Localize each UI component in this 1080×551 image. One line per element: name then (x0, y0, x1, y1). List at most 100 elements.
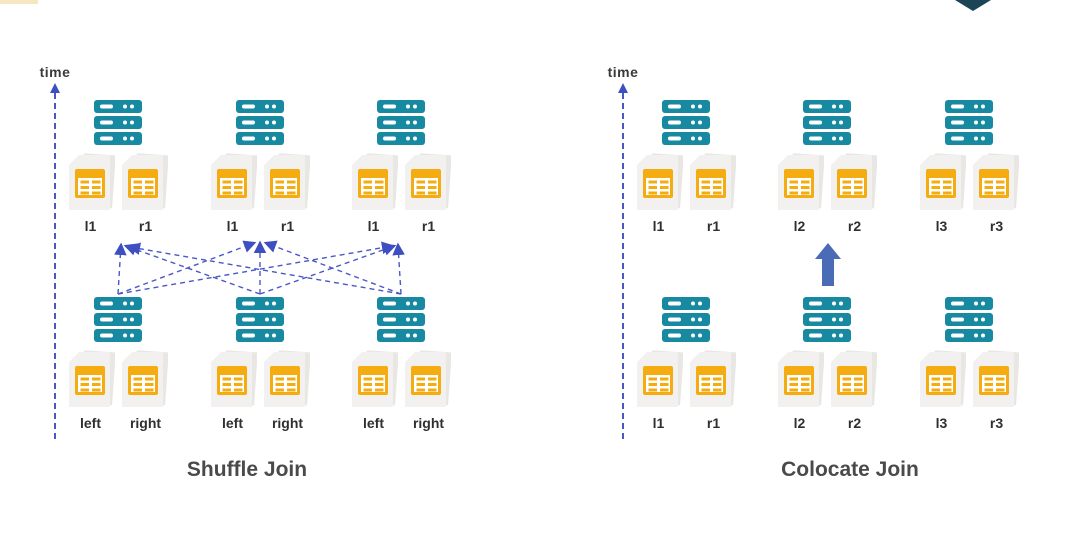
file-label: l1 (367, 218, 380, 234)
table-document-icon (637, 153, 683, 211)
colocate-bottom-node-1: l1 r1 (631, 297, 741, 431)
file-pair (352, 350, 451, 408)
file-label: l2 (793, 218, 806, 234)
file-pair (69, 153, 168, 211)
server-icon (945, 297, 993, 342)
time-axis-label: time (39, 64, 71, 80)
table-document-icon (211, 153, 257, 211)
table-document-icon (69, 153, 115, 211)
shuffle-bottom-node-3: left right (346, 297, 456, 431)
file-label: r1 (138, 218, 153, 234)
server-icon (377, 100, 425, 145)
top-right-logo-diamond-icon (955, 0, 991, 11)
server-icon (803, 100, 851, 145)
file-labels: l3 r3 (914, 415, 1024, 431)
table-document-icon (69, 350, 115, 408)
file-label: right (412, 415, 445, 431)
file-label: l3 (935, 415, 948, 431)
file-pair (637, 350, 736, 408)
table-document-icon (973, 153, 1019, 211)
file-label: r1 (706, 415, 721, 431)
file-labels: l1 r1 (346, 218, 456, 234)
file-label: r2 (847, 218, 862, 234)
server-icon (236, 297, 284, 342)
file-pair (778, 350, 877, 408)
file-label: l3 (935, 218, 948, 234)
table-document-icon (920, 153, 966, 211)
table-document-icon (637, 350, 683, 408)
top-left-accent-bar (0, 0, 38, 4)
colocate-join-title: Colocate Join (781, 458, 919, 481)
file-label: r1 (421, 218, 436, 234)
server-icon (945, 100, 993, 145)
shuffle-bottom-node-1: left right (63, 297, 173, 431)
file-labels: left right (205, 415, 315, 431)
table-document-icon (831, 153, 877, 211)
time-axis-label: time (607, 64, 639, 80)
shuffle-bottom-node-2: left right (205, 297, 315, 431)
file-label: l1 (84, 218, 97, 234)
time-axis-arrow-icon (50, 83, 60, 439)
file-pair (637, 153, 736, 211)
shuffle-top-node-2: l1 r1 (205, 100, 315, 234)
file-labels: l1 r1 (63, 218, 173, 234)
colocate-top-node-1: l1 r1 (631, 100, 741, 234)
table-document-icon (352, 350, 398, 408)
table-document-icon (122, 350, 168, 408)
colocate-bottom-node-2: l2 r2 (772, 297, 882, 431)
file-labels: left right (346, 415, 456, 431)
file-label: l1 (226, 218, 239, 234)
file-label: r3 (989, 218, 1004, 234)
server-icon (662, 297, 710, 342)
table-document-icon (920, 350, 966, 408)
file-label: r2 (847, 415, 862, 431)
file-pair (920, 350, 1019, 408)
server-icon (236, 100, 284, 145)
file-labels: l1 r1 (205, 218, 315, 234)
table-document-icon (778, 350, 824, 408)
table-document-icon (405, 350, 451, 408)
table-document-icon (122, 153, 168, 211)
table-document-icon (690, 350, 736, 408)
table-document-icon (831, 350, 877, 408)
table-document-icon (973, 350, 1019, 408)
server-icon (94, 297, 142, 342)
table-document-icon (264, 153, 310, 211)
file-labels: left right (63, 415, 173, 431)
shuffle-top-node-3: l1 r1 (346, 100, 456, 234)
colocate-up-arrow-icon (815, 243, 841, 286)
colocate-bottom-node-3: l3 r3 (914, 297, 1024, 431)
server-icon (94, 100, 142, 145)
file-labels: l1 r1 (631, 415, 741, 431)
table-document-icon (778, 153, 824, 211)
arrow-head (815, 243, 841, 259)
table-document-icon (352, 153, 398, 211)
file-label: left (80, 415, 101, 431)
file-labels: l1 r1 (631, 218, 741, 234)
file-labels: l2 r2 (772, 218, 882, 234)
file-pair (920, 153, 1019, 211)
file-label: right (271, 415, 304, 431)
file-label: right (129, 415, 162, 431)
file-label: l1 (652, 415, 665, 431)
table-document-icon (264, 350, 310, 408)
colocate-top-node-2: l2 r2 (772, 100, 882, 234)
colocate-top-node-3: l3 r3 (914, 100, 1024, 234)
file-label: l2 (793, 415, 806, 431)
server-icon (662, 100, 710, 145)
server-icon (377, 297, 425, 342)
file-labels: l2 r2 (772, 415, 882, 431)
server-icon (803, 297, 851, 342)
table-document-icon (211, 350, 257, 408)
file-pair (211, 153, 310, 211)
arrow-shaft (822, 259, 834, 286)
time-axis-arrow-icon (618, 83, 628, 439)
file-label: l1 (652, 218, 665, 234)
file-labels: l3 r3 (914, 218, 1024, 234)
file-pair (211, 350, 310, 408)
file-pair (352, 153, 451, 211)
file-label: left (222, 415, 243, 431)
file-label: r1 (280, 218, 295, 234)
table-document-icon (690, 153, 736, 211)
